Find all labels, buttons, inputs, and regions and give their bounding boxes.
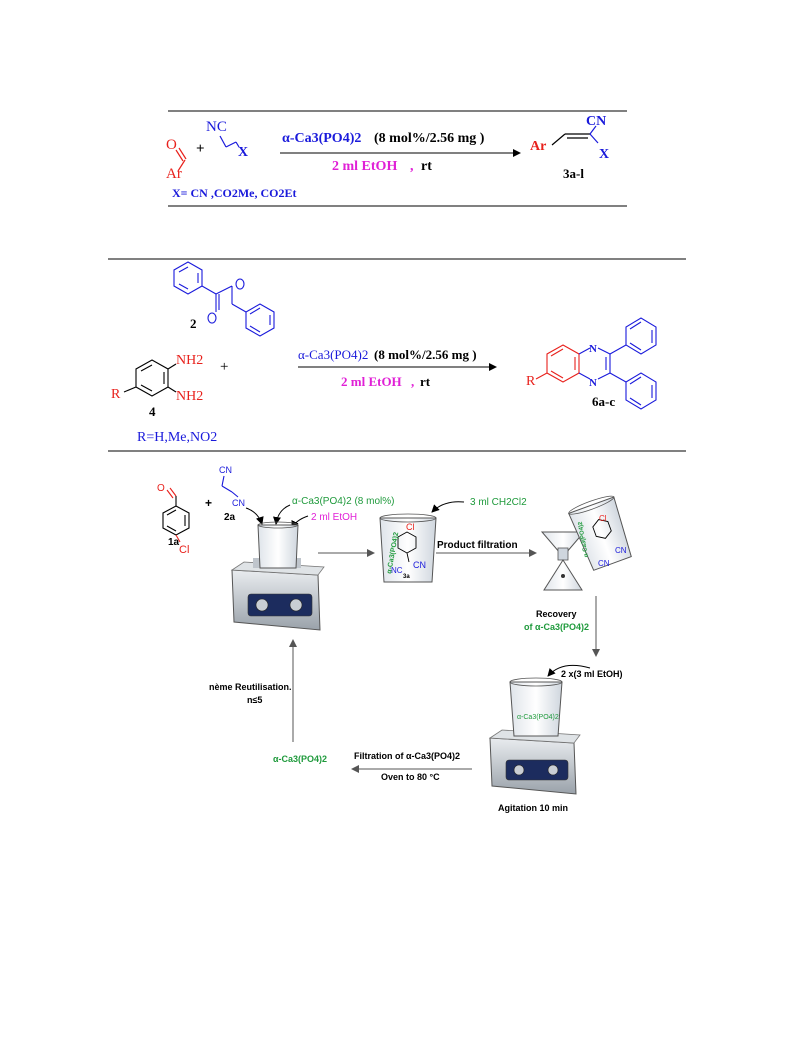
wash-beaker-catalyst: α-Ca3(PO4)2 [517, 714, 559, 721]
beaker-nc: NC [391, 566, 403, 575]
malononitrile-cn2: CN [232, 498, 245, 508]
stirrer-hotplate-2 [488, 677, 581, 795]
temperature-label-2: rt [420, 374, 431, 389]
quinoxaline-r: R [526, 374, 536, 389]
diamine-nh2-bottom: NH2 [176, 389, 203, 404]
plus-sign-2: + [220, 359, 228, 375]
stirrer-hotplate-1 [230, 521, 325, 631]
aldehyde-ar: Ar [166, 166, 182, 182]
benzaldehyde-o: O [157, 483, 165, 494]
label-1a: 1a [168, 537, 180, 548]
wash-label: 2 x(3 ml EtOH) [561, 669, 623, 679]
nitrile-nc: NC [206, 119, 227, 135]
temperature-label: rt [421, 159, 432, 174]
solvent-label: 2 ml EtOH [332, 159, 397, 174]
product-id: 3a-l [563, 166, 584, 181]
benzaldehyde-cl: Cl [179, 544, 189, 556]
plus-sign: + [196, 141, 205, 157]
product-cn: CN [586, 114, 606, 129]
workflow: O Cl 1a + CN CN 2a α-Ca3(PO4)2 (8 mol%) … [157, 465, 632, 813]
malononitrile-structure [221, 475, 239, 498]
catalyst-loading-2: (8 mol%/2.56 mg ) [374, 347, 477, 362]
reuse-line-2: n≤5 [247, 695, 262, 705]
diamine-id: 4 [149, 404, 156, 419]
solvent-label-2: 2 ml EtOH [341, 374, 402, 389]
quinoxaline-id: 6a-c [592, 394, 615, 409]
catalyst-addition: α-Ca3(PO4)2 (8 mol%) [292, 496, 394, 507]
benzil-structure [173, 261, 275, 337]
benzil-id: 2 [190, 316, 197, 331]
scheme-2: 2 NH2 NH2 R 4 + α-Ca3(PO4)2 (8 mol%/2.56… [108, 258, 686, 452]
conditions-separator: , [410, 159, 414, 174]
diamine-nh2-top: NH2 [176, 353, 203, 368]
funnel-cn: CN [615, 546, 627, 555]
quinoxaline-n2: N [589, 377, 597, 389]
quinoxaline-structure [535, 317, 657, 410]
product-structure: Ar CN X 3a-l [530, 114, 609, 181]
filtration-setup [540, 495, 632, 591]
reuse-line-1: nème Reutilisation. [209, 682, 292, 692]
product-ar: Ar [530, 139, 546, 154]
nitrile-structure: NC X [206, 119, 248, 160]
benzaldehyde-structure [162, 487, 190, 543]
funnel-cn2: CN [598, 559, 610, 568]
product-filtration: Product filtration [437, 540, 518, 551]
dcm-addition: 3 ml CH2Cl2 [470, 497, 527, 508]
conditions-separator-2: , [411, 374, 414, 389]
reaction-beaker [379, 513, 437, 583]
workflow-plus: + [205, 496, 212, 510]
label-2a: 2a [224, 512, 236, 523]
funnel-cl: Cl [599, 514, 607, 523]
diamine-r: R [111, 387, 121, 402]
r-definition: R=H,Me,NO2 [137, 430, 217, 445]
recovered-catalyst: α-Ca3(PO4)2 [273, 754, 327, 764]
agitation-label: Agitation 10 min [498, 803, 568, 813]
beaker-cl: Cl [406, 522, 415, 532]
beaker-product: 3a [403, 574, 410, 580]
catalyst-label-2: α-Ca3(PO4)2 [298, 347, 368, 362]
nitrile-x: X [238, 145, 248, 160]
catalyst-label: α-Ca3(PO4)2 [282, 131, 361, 146]
recovery-line-1: Recovery [536, 609, 577, 619]
aldehyde-o: O [166, 137, 177, 153]
beaker-cn: CN [413, 560, 426, 570]
etoh-addition: 2 ml EtOH [311, 512, 357, 523]
malononitrile-cn1: CN [219, 465, 232, 475]
product-x: X [599, 147, 609, 162]
aldehyde-structure: O Ar [166, 137, 187, 182]
oven-label: Oven to 80 °C [381, 772, 440, 782]
diamine-structure [123, 359, 177, 397]
scheme-1: O Ar + NC X α-Ca3(PO4)2 (8 mol%/2.56 mg … [166, 110, 627, 207]
catalyst-loading: (8 mol%/2.56 mg ) [374, 131, 485, 146]
recovery-line-2: of α-Ca3(PO4)2 [524, 622, 589, 632]
filtration-label: Filtration of α-Ca3(PO4)2 [354, 751, 460, 761]
quinoxaline-n1: N [589, 343, 597, 355]
x-definition: X= CN ,CO2Me, CO2Et [172, 186, 297, 200]
